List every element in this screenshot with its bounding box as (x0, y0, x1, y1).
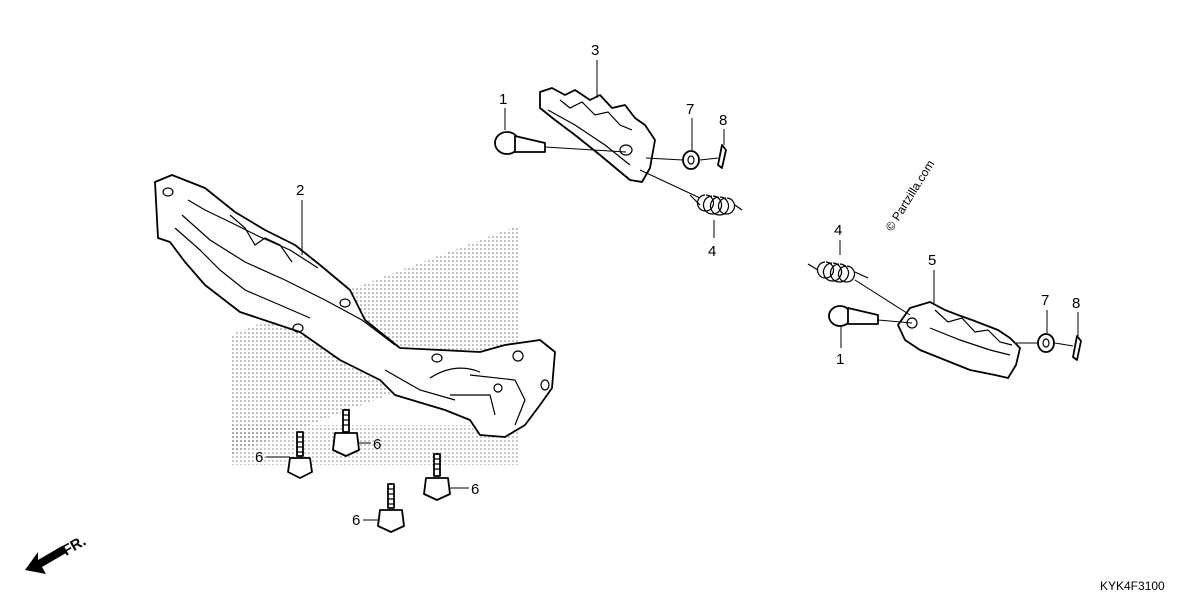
step-bracket[interactable] (154, 174, 556, 438)
callout-7-upper: 7 (686, 101, 694, 118)
callout-6-left: 6 (255, 449, 263, 466)
callout-7-lower: 7 (1041, 292, 1049, 309)
arrow-icon (25, 546, 66, 574)
callout-4-upper: 4 (708, 243, 716, 260)
footpeg-right-lower[interactable] (897, 301, 1021, 379)
bolt-left[interactable] (287, 431, 313, 479)
direction-label: FR. (60, 533, 89, 560)
pivot-pin-upper[interactable] (494, 131, 546, 155)
washer-upper[interactable] (682, 150, 700, 170)
callout-8-lower: 8 (1072, 295, 1080, 312)
spring-upper[interactable] (689, 194, 743, 216)
bolt-center-lower[interactable] (377, 483, 405, 533)
bolt-center-upper[interactable] (332, 409, 360, 457)
cotter-pin-upper[interactable] (717, 144, 727, 169)
callout-3: 3 (591, 42, 599, 59)
callout-1-lower: 1 (836, 351, 844, 368)
callout-4-lower: 4 (834, 222, 842, 239)
footpeg-right-upper[interactable] (539, 87, 656, 183)
callout-6-right: 6 (471, 481, 479, 498)
callout-6-center-upper: 6 (373, 436, 381, 453)
diagram-code: KYK4F3100 (1100, 579, 1165, 593)
callout-6-center-lower: 6 (352, 512, 360, 529)
callout-8-upper: 8 (719, 112, 727, 129)
cotter-pin-lower[interactable] (1072, 335, 1082, 361)
callout-1-upper: 1 (499, 91, 507, 108)
bolt-right[interactable] (423, 453, 451, 501)
watermark: © Partzilla.com (883, 158, 938, 234)
callout-5: 5 (928, 252, 936, 269)
front-direction-arrow: FR. (25, 533, 89, 574)
spring-lower[interactable] (807, 261, 869, 283)
pivot-pin-lower[interactable] (828, 305, 879, 327)
washer-lower[interactable] (1037, 333, 1055, 353)
callouts: 1 3 7 8 4 2 4 5 7 8 1 6 6 6 6 (255, 42, 1080, 529)
callout-2: 2 (296, 182, 304, 199)
